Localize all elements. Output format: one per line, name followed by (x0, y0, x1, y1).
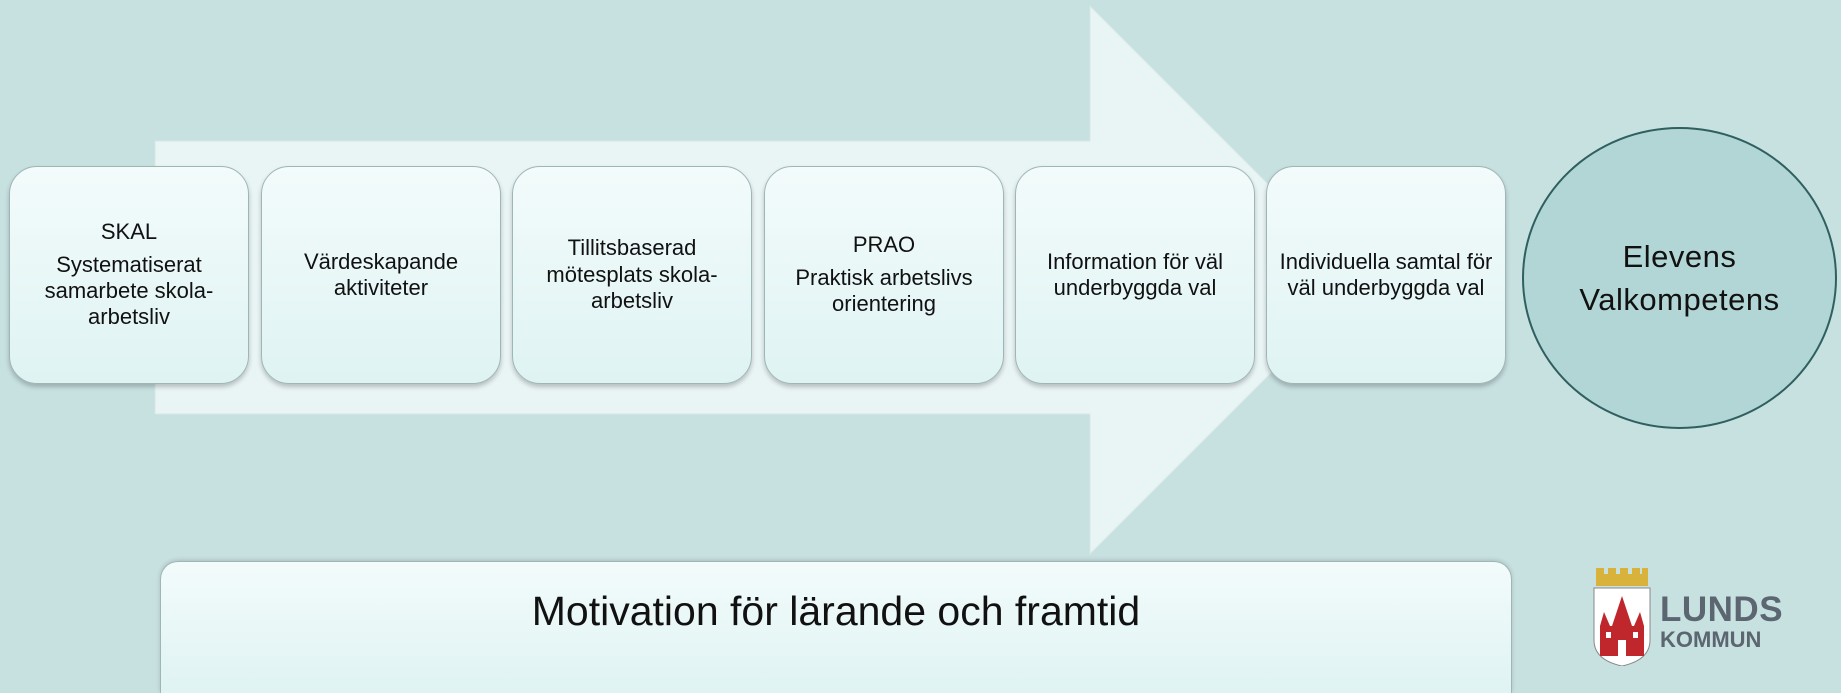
step-information: Information för väl underbyggda val (1015, 166, 1255, 384)
goal-line1: Elevens (1622, 238, 1737, 274)
foundation-bar: Motivation för lärande och framtid (160, 561, 1512, 693)
logo-line1: LUNDS (1660, 590, 1784, 629)
step-prao: PRAO Praktisk arbetslivs orientering (764, 166, 1004, 384)
lunds-kommun-crest-icon (1593, 568, 1651, 666)
logo-line2: KOMMUN (1660, 627, 1762, 652)
step-text: Tillitsbaserad mötesplats skola-arbetsli… (546, 235, 718, 314)
step-motesplats: Tillitsbaserad mötesplats skola-arbetsli… (512, 166, 752, 384)
step-text: Information för väl underbyggda val (1046, 248, 1224, 300)
step-text: Individuella samtal för väl underbyggda … (1279, 248, 1493, 300)
goal-circle: Elevens Valkompetens (1522, 127, 1837, 429)
step-skal: SKAL Systematiserat samarbete skola-arbe… (9, 166, 249, 384)
logo-text: LUNDS KOMMUN (1660, 592, 1783, 651)
step-title: PRAO (852, 232, 916, 258)
step-title: SKAL (100, 219, 158, 245)
step-text: Praktisk arbetslivs orientering (795, 264, 973, 317)
foundation-text: Motivation för lärande och framtid (531, 588, 1141, 634)
step-samtal: Individuella samtal för väl underbyggda … (1266, 166, 1506, 384)
step-vardeskapande: Värdeskapande aktiviteter (261, 166, 501, 384)
step-text: Värdeskapande aktiviteter (303, 248, 459, 300)
step-text: Systematiserat samarbete skola-arbetsliv (44, 251, 214, 330)
goal-line2: Valkompetens (1579, 282, 1780, 317)
